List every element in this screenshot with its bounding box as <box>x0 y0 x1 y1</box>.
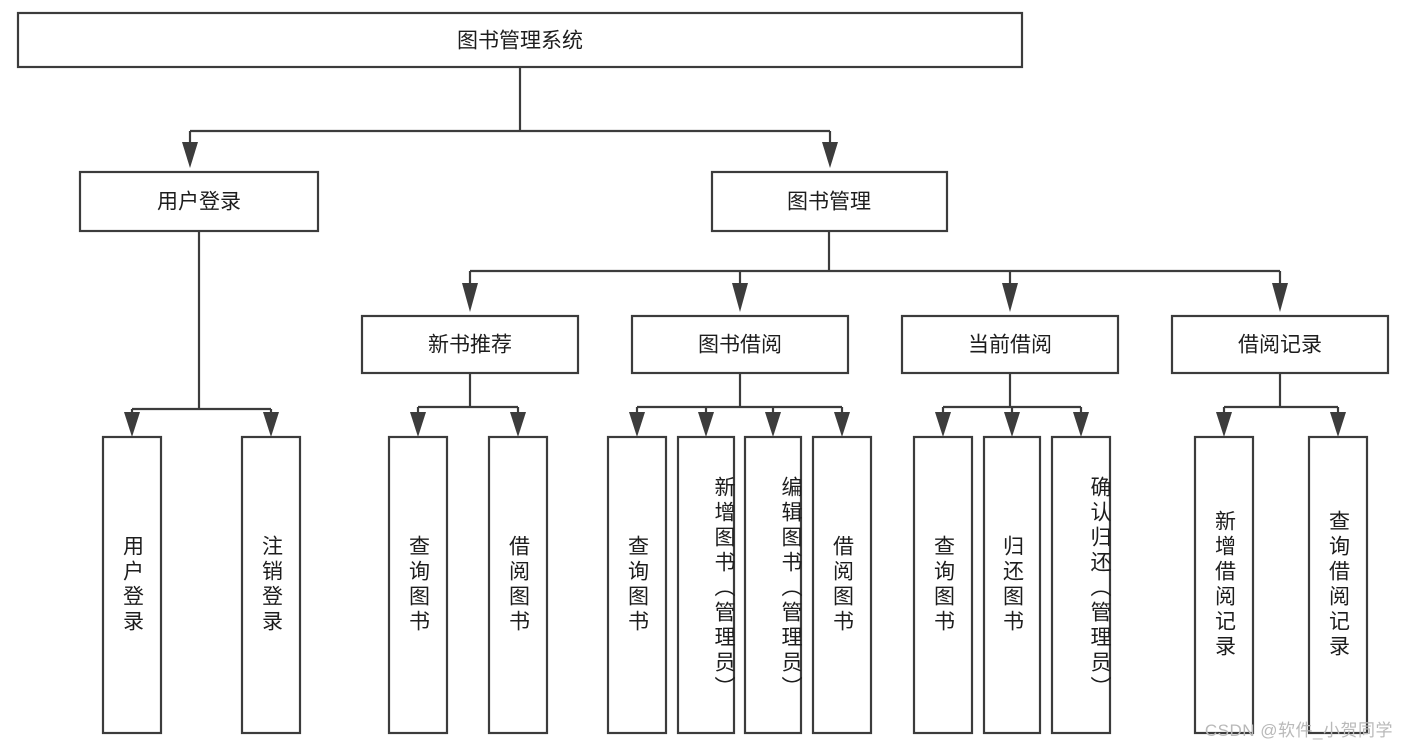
node-current-borrow-label: 当前借阅 <box>968 334 1052 357</box>
arrow-head-icon <box>1330 412 1346 437</box>
arrow-head-icon <box>182 142 198 168</box>
leaf-node[interactable] <box>240 435 302 735</box>
leaf-node[interactable] <box>487 435 549 735</box>
arrow-head-icon <box>124 412 140 437</box>
arrow-head-icon <box>1002 283 1018 312</box>
connector-root-to-level2 <box>182 67 838 168</box>
arrow-head-icon <box>732 283 748 312</box>
leaf-node[interactable] <box>1193 435 1255 735</box>
node-user-login-label: 用户登录 <box>157 191 241 214</box>
connector-bookmgmt-to-level3 <box>462 231 1288 312</box>
leaf-node[interactable] <box>676 435 736 735</box>
node-book-borrow[interactable]: 图书借阅 <box>630 314 850 375</box>
leaf-node[interactable] <box>912 435 974 735</box>
arrow-head-icon <box>698 412 714 437</box>
watermark-text: CSDN @软件_小贺同学 <box>1204 721 1393 740</box>
connector-newbook-to-leaves <box>410 373 526 437</box>
node-borrow-record-label: 借阅记录 <box>1238 334 1322 357</box>
arrow-head-icon <box>629 412 645 437</box>
connector-bookborrow-to-leaves <box>629 373 850 437</box>
leaf-node[interactable] <box>1307 435 1369 735</box>
leaf-node[interactable] <box>743 435 803 735</box>
arrow-head-icon <box>462 283 478 312</box>
leaf-node[interactable] <box>606 435 668 735</box>
arrow-head-icon <box>765 412 781 437</box>
leaf-node[interactable] <box>1050 435 1112 735</box>
arrow-head-icon <box>822 142 838 168</box>
arrow-head-icon <box>935 412 951 437</box>
node-root[interactable]: 图书管理系统 <box>16 11 1024 69</box>
leaf-node[interactable] <box>101 435 163 735</box>
arrow-head-icon <box>1073 412 1089 437</box>
connector-borrowrecord-to-leaves <box>1216 373 1346 437</box>
node-book-borrow-label: 图书借阅 <box>698 334 782 357</box>
connector-currentborrow-to-leaves <box>935 373 1089 437</box>
arrow-head-icon <box>510 412 526 437</box>
leaf-node[interactable] <box>811 435 873 735</box>
node-current-borrow[interactable]: 当前借阅 <box>900 314 1120 375</box>
node-user-login[interactable]: 用户登录 <box>78 170 320 233</box>
arrow-head-icon <box>1004 412 1020 437</box>
node-book-management-label: 图书管理 <box>787 191 871 214</box>
node-new-book-recommend[interactable]: 新书推荐 <box>360 314 580 375</box>
node-book-management[interactable]: 图书管理 <box>710 170 949 233</box>
leaf-node[interactable] <box>387 435 449 735</box>
leaf-node[interactable] <box>982 435 1042 735</box>
arrow-head-icon <box>834 412 850 437</box>
arrow-head-icon <box>263 412 279 437</box>
arrow-head-icon <box>1216 412 1232 437</box>
arrow-head-icon <box>1272 283 1288 312</box>
node-borrow-record[interactable]: 借阅记录 <box>1170 314 1390 375</box>
node-new-book-recommend-label: 新书推荐 <box>428 334 512 357</box>
connector-userlogin-to-leaves <box>124 231 279 437</box>
node-root-label: 图书管理系统 <box>457 30 583 53</box>
arrow-head-icon <box>410 412 426 437</box>
